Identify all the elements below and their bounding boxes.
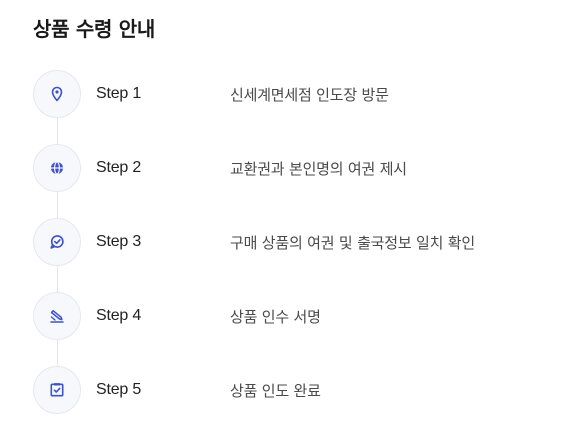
page-title: 상품 수령 안내 [33, 17, 155, 41]
step-2-icon-circle [33, 144, 81, 192]
step-item-4: Step 4 상품 인수 서명 [33, 292, 553, 340]
step-5-icon-circle [33, 366, 81, 414]
checkbox-icon [50, 383, 64, 397]
step-item-3: Step 3 구매 상품의 여권 및 출국정보 일치 확인 [33, 218, 553, 266]
step-4-description: 상품 인수 서명 [230, 307, 321, 326]
step-1-description: 신세계면세점 인도장 방문 [230, 85, 389, 104]
step-4-icon-circle [33, 292, 81, 340]
step-item-2: Step 2 교환권과 본인명의 여권 제시 [33, 144, 553, 192]
step-item-5: Step 5 상품 인도 완료 [33, 366, 553, 414]
globe-icon [51, 161, 63, 175]
step-3-icon-circle [33, 218, 81, 266]
step-2-label: Step 2 [96, 159, 142, 176]
step-item-1: Step 1 신세계면세점 인도장 방문 [33, 70, 553, 118]
step-3-label: Step 3 [96, 233, 142, 250]
location-pin-icon [51, 86, 63, 102]
step-4-label: Step 4 [96, 307, 142, 324]
step-3-description: 구매 상품의 여권 및 출국정보 일치 확인 [230, 233, 476, 252]
signature-pen-icon [50, 310, 64, 323]
step-2-description: 교환권과 본인명의 여권 제시 [230, 159, 407, 178]
step-5-label: Step 5 [96, 381, 142, 398]
step-1-icon-circle [33, 70, 81, 118]
step-1-label: Step 1 [96, 85, 142, 102]
step-5-description: 상품 인도 완료 [230, 381, 321, 400]
check-badge-icon [50, 235, 64, 249]
